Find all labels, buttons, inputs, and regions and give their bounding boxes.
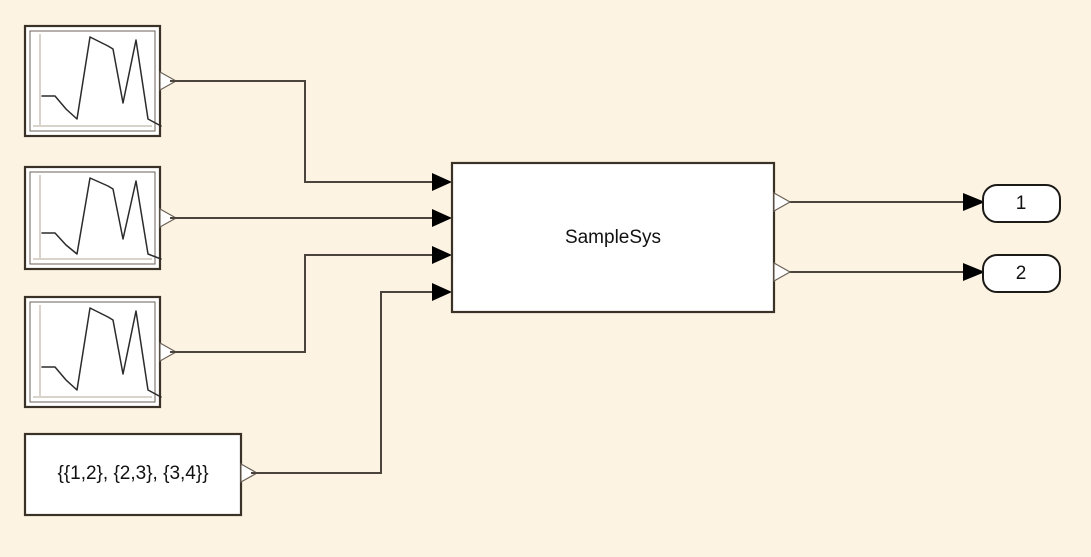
- signal-plot-block-2[interactable]: [23, 165, 178, 271]
- signal-plot-1-inner-frame: [29, 30, 156, 132]
- output-terminal-1-label: 1: [1016, 193, 1027, 214]
- output-terminal-2-shape: [982, 254, 1061, 293]
- wire-plot3-to-input3[interactable]: [170, 254, 434, 353]
- signal-plot-1-fill: [25, 26, 160, 136]
- signal-plot-2-trace: [41, 177, 162, 260]
- signal-plot-1-output-port[interactable]: [159, 70, 178, 92]
- signal-plot-2-fill: [25, 167, 160, 269]
- system-block-fill: [452, 163, 774, 312]
- signal-plot-block-3[interactable]: [23, 295, 178, 409]
- output-terminal-2[interactable]: 2: [982, 254, 1061, 293]
- constant-block-label: {{1,2}, {2,3}, {3,4}}: [57, 463, 208, 484]
- wire-plot1-to-input1[interactable]: [170, 80, 434, 183]
- constant-block[interactable]: {{1,2}, {2,3}, {3,4}}: [23, 432, 259, 517]
- input-arrowhead-1: [432, 173, 452, 191]
- system-block-output-port-2[interactable]: [773, 261, 792, 283]
- system-block-border: [450, 161, 776, 314]
- signal-plot-3-fill: [25, 297, 160, 407]
- constant-block-fill: [25, 434, 241, 515]
- constant-block-output-port[interactable]: [240, 462, 259, 484]
- signal-plot-3-output-port[interactable]: [159, 341, 178, 363]
- output-terminal-1-shape: [982, 184, 1061, 223]
- output-arrowhead-2: [963, 263, 985, 281]
- signal-plot-block-1[interactable]: [23, 24, 178, 138]
- input-arrowhead-3: [432, 246, 452, 264]
- output-terminal-1[interactable]: 1: [982, 184, 1061, 223]
- signal-plot-3-trace: [41, 307, 162, 398]
- signal-plot-2-inner-frame: [29, 171, 156, 265]
- signal-plot-2-output-port[interactable]: [159, 207, 178, 229]
- signal-plot-1-trace: [41, 36, 162, 127]
- system-block-label: SampleSys: [565, 227, 661, 248]
- signal-plot-3-inner-frame: [29, 301, 156, 403]
- system-block-output-port-1[interactable]: [773, 191, 792, 213]
- output-terminal-2-label: 2: [1016, 263, 1027, 284]
- input-arrowhead-4: [432, 283, 452, 301]
- output-arrowhead-1: [963, 193, 985, 211]
- system-block-samplesys[interactable]: SampleSys: [450, 161, 792, 314]
- input-arrowhead-2: [432, 209, 452, 227]
- wire-constant-to-input4[interactable]: [251, 291, 434, 474]
